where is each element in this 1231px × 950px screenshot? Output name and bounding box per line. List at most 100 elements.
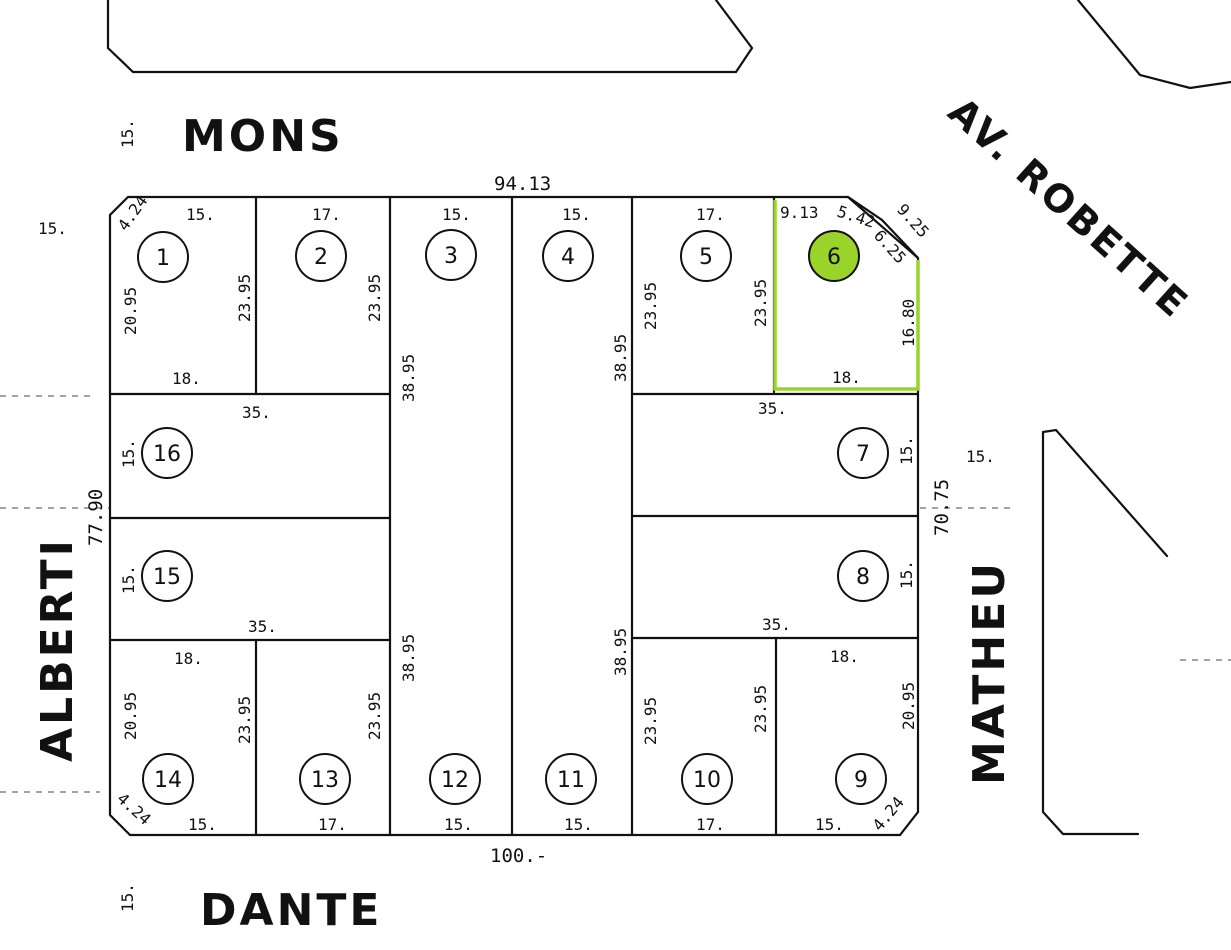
dim-l11-right: 38.95: [611, 628, 630, 676]
lot-marker-10[interactable]: 10: [681, 753, 733, 805]
lot-circle-2[interactable]: [295, 230, 347, 282]
lot-marker-8[interactable]: 8: [837, 550, 889, 602]
neighbor-block-right: [1041, 428, 1169, 836]
dim-l1-right: 23.95: [235, 274, 254, 322]
dim-l16-left: 15.: [119, 439, 138, 468]
dim-l1-left: 20.95: [121, 287, 140, 335]
corner-chamfer: [846, 195, 920, 260]
perimeter-right-dimension: 70.75: [931, 479, 953, 536]
dim-l6-right: 16.80: [899, 299, 918, 347]
lot-circle-10[interactable]: [681, 753, 733, 805]
lot-circle-1[interactable]: [137, 231, 189, 283]
dim-l6-top: 9.13: [780, 203, 819, 222]
neighbor-block-top: [106, 0, 754, 74]
lot-marker-11[interactable]: 11: [545, 753, 597, 805]
lot-number-1: 1: [156, 246, 170, 271]
dim-l15-bottom: 35.: [248, 617, 277, 636]
dim-l9-right: 20.95: [899, 682, 918, 730]
perimeter-top-dimension: 94.13: [494, 173, 551, 195]
dim-l11-bottom: 15.: [564, 815, 593, 834]
street-name-alberti: ALBERTI: [32, 537, 83, 762]
lot-circle-14[interactable]: [142, 753, 194, 805]
lot-marker-16[interactable]: 16: [141, 427, 193, 479]
lot-marker-14[interactable]: 14: [142, 753, 194, 805]
dim-l14-right: 23.95: [235, 696, 254, 744]
lot-marker-3[interactable]: 3: [425, 229, 477, 281]
dim-l6-chamfer-b: 6.25: [870, 226, 910, 267]
dim-l15-left: 15.: [119, 565, 138, 594]
lot-marker-13[interactable]: 13: [299, 753, 351, 805]
lot-dimensions: 15. 4.24 20.95 23.95 18. 17. 23.95 15. 3…: [113, 192, 933, 835]
street-name-dante: DANTE: [200, 885, 382, 936]
dim-l4-right: 38.95: [611, 334, 630, 382]
dim-l14-top: 18.: [174, 649, 203, 668]
lot-circle-11[interactable]: [545, 753, 597, 805]
dim-l5-right: 23.95: [751, 279, 770, 327]
dim-l7-top: 35.: [758, 399, 787, 418]
lot-circle-13[interactable]: [299, 753, 351, 805]
dim-l1-top: 15.: [186, 205, 215, 224]
dim-l8-right: 15.: [897, 560, 916, 589]
lot-number-15: 15: [153, 565, 181, 590]
lot-circle-16[interactable]: [141, 427, 193, 479]
lot-marker-4[interactable]: 4: [542, 230, 594, 282]
perimeter-left-dimension: 77.90: [85, 489, 107, 546]
lot-number-16: 16: [153, 442, 181, 467]
lot-circle-15[interactable]: [141, 550, 193, 602]
lot-number-11: 11: [557, 768, 585, 793]
lot-circle-5[interactable]: [680, 230, 732, 282]
street-width-mons: 15.: [118, 119, 137, 148]
lot-circle-7[interactable]: [837, 427, 889, 479]
lot-marker-2[interactable]: 2: [295, 230, 347, 282]
lot-6-highlight-boundary: [773, 200, 920, 391]
lot-circle-6[interactable]: [808, 230, 860, 282]
lot-number-2: 2: [314, 245, 328, 270]
dim-l10-bottom: 17.: [696, 815, 725, 834]
street-width-alberti: 15.: [38, 219, 67, 238]
dim-l7-right: 15.: [897, 436, 916, 465]
lot-lines: [108, 195, 920, 837]
dim-l6-chamfer-a: 5.42: [835, 202, 878, 232]
lot-circle-3[interactable]: [425, 229, 477, 281]
block-outline: [108, 195, 920, 837]
dim-l9-bottom: 15.: [815, 815, 844, 834]
lot-number-6: 6: [827, 245, 841, 270]
dim-l12-left: 38.95: [399, 634, 418, 682]
lot-circle-8[interactable]: [837, 550, 889, 602]
lot-number-7: 7: [856, 442, 870, 467]
lot-number-9: 9: [854, 768, 868, 793]
lot-circle-4[interactable]: [542, 230, 594, 282]
dim-l6-bottom: 18.: [832, 368, 861, 387]
lot-number-14: 14: [154, 768, 182, 793]
lot-marker-1[interactable]: 1: [137, 231, 189, 283]
lot-marker-12[interactable]: 12: [429, 753, 481, 805]
lot-circle-12[interactable]: [429, 753, 481, 805]
lot-number-4: 4: [561, 245, 575, 270]
lot-marker-15[interactable]: 15: [141, 550, 193, 602]
dim-l3-top: 15.: [442, 205, 471, 224]
lot-number-8: 8: [856, 565, 870, 590]
lot-marker-7[interactable]: 7: [837, 427, 889, 479]
lot-number-12: 12: [441, 768, 469, 793]
lot-marker-5[interactable]: 5: [680, 230, 732, 282]
dim-l6-outer: 9.25: [893, 200, 933, 241]
lot-number-5: 5: [699, 245, 713, 270]
dim-l12-bottom: 15.: [444, 815, 473, 834]
dim-l10-right: 23.95: [751, 685, 770, 733]
lot-number-3: 3: [444, 244, 458, 269]
street-width-dante: 15.: [118, 883, 137, 912]
dim-l13-bottom: 17.: [318, 815, 347, 834]
lot-marker-9[interactable]: 9: [835, 753, 887, 805]
dim-l4-top: 15.: [562, 205, 591, 224]
lot-circle-9[interactable]: [835, 753, 887, 805]
street-name-matheu: MATHEU: [964, 560, 1015, 785]
perimeter-bottom-dimension: 100.-: [490, 845, 547, 867]
neighbor-block-topright: [1076, 0, 1231, 90]
lot-marker-6[interactable]: 6: [808, 230, 860, 282]
street-name-av-robette: AV. ROBETTE: [940, 89, 1198, 327]
dim-l14-left: 20.95: [121, 692, 140, 740]
dim-l13-right: 23.95: [365, 692, 384, 740]
dim-l5-left: 23.95: [641, 282, 660, 330]
